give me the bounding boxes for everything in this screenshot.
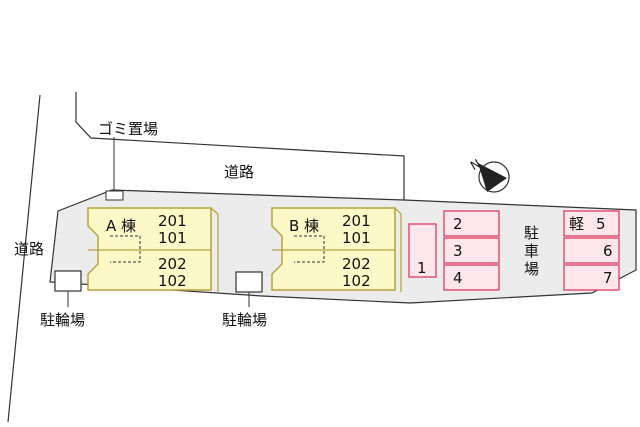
parking-space-3 [443,237,500,264]
parking-space-1 [408,223,437,278]
parking-space-4 [443,264,500,291]
building-b: B 棟 201 101 202 102 [271,207,402,292]
parking-space-1-number: 1 [417,259,427,277]
road-top-label: 道路 [224,163,254,181]
garbage-label: ゴミ置場 [98,120,158,138]
bike-parking-right [235,271,263,293]
parking-space-4-number: 4 [453,269,463,287]
building-b-unit-102: 102 [342,272,371,290]
road-left-boundary [7,94,41,423]
parking-space-7 [563,264,620,291]
parking-space-3-number: 3 [453,242,463,260]
building-a-outline [87,207,212,291]
building-b-edge [394,207,402,215]
road-left-label: 道路 [14,240,44,258]
building-a-stair [110,235,141,263]
building-a-unit-101: 101 [158,229,187,247]
parking-space-5 [563,210,620,237]
building-a-unit-202: 202 [158,255,187,273]
parking-space-2 [443,210,500,237]
road-top-boundary [75,92,405,200]
bike-parking-right-label: 駐輪場 [222,311,267,329]
parking-title-char-3: 場 [524,260,539,278]
parking-space-6-number: 6 [603,242,613,260]
building-b-unit-202: 202 [342,255,371,273]
building-a-unit-102: 102 [158,272,187,290]
parking-space-5-kei: 軽 [569,215,584,233]
parking-area: 1 2 3 4 駐 車 場 軽 5 6 7 [408,210,620,291]
building-a: A 棟 201 101 202 102 [87,207,219,292]
parking-title-char-1: 駐 [524,224,539,242]
building-b-stair [294,235,325,263]
building-b-outline [271,207,396,291]
parking-title-char-2: 車 [524,242,539,260]
parking-space-7-number: 7 [603,269,613,287]
building-b-unit-101: 101 [342,229,371,247]
building-b-unit-201: 201 [342,212,371,230]
building-a-unit-201: 201 [158,212,187,230]
compass-needle-icon [478,163,507,192]
parking-space-5-number: 5 [596,215,606,233]
compass: N [468,156,510,193]
parking-space-6 [563,237,620,264]
building-a-name: A 棟 [106,217,136,235]
bike-parking-left [54,270,82,292]
parking-space-2-number: 2 [453,215,463,233]
building-a-edge [210,207,219,215]
building-b-name: B 棟 [289,217,319,235]
bike-parking-left-label: 駐輪場 [40,311,85,329]
garbage-area [105,190,124,201]
